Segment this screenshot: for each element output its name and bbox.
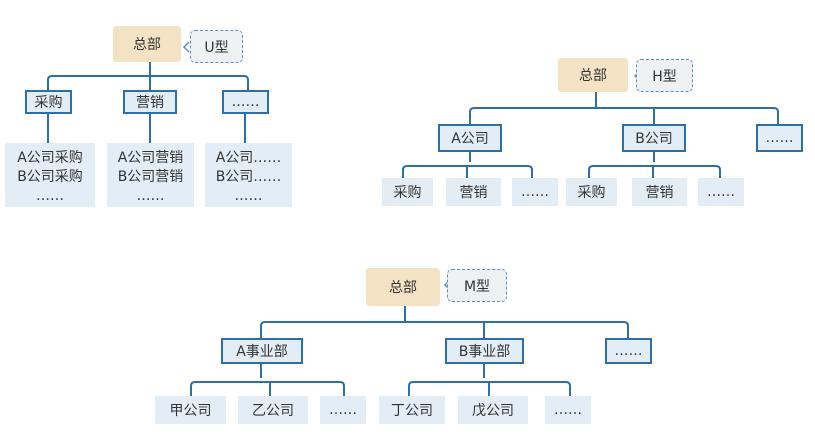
u-dept-purchase: 采购 (25, 90, 72, 114)
m-unit-a: A事业部 (221, 338, 303, 364)
u-detail-line: B公司采购 (17, 169, 83, 185)
m-unit-b: B事业部 (445, 338, 524, 364)
h-hq-box: 总部 (558, 58, 628, 92)
m-a-company-yi: 乙公司 (238, 396, 308, 424)
m-b-more: …… (545, 396, 591, 424)
h-a-purchase: 采购 (382, 178, 433, 206)
h-company-more: …… (756, 124, 803, 152)
u-detail-line: …… (136, 188, 165, 204)
u-detail-purchase: A公司采购 B公司采购 …… (5, 143, 95, 207)
m-b-company-wu: 戊公司 (458, 396, 528, 424)
u-dept-marketing: 营销 (123, 90, 177, 114)
m-hq-box: 总部 (366, 268, 440, 306)
u-detail-line: A公司采购 (17, 150, 83, 166)
h-type-tag: H型 (636, 59, 693, 92)
u-type-tag: U型 (190, 30, 243, 63)
u-detail-more: A公司…… B公司…… …… (205, 143, 292, 207)
u-detail-line: A公司…… (215, 150, 282, 166)
u-detail-line: B公司…… (215, 169, 282, 185)
m-unit-more: …… (605, 338, 652, 364)
h-company-a: A公司 (438, 124, 502, 152)
h-company-b: B公司 (622, 124, 686, 152)
h-a-marketing: 营销 (446, 178, 501, 206)
u-detail-line: …… (234, 188, 263, 204)
h-a-more: …… (512, 178, 558, 206)
u-detail-line: B公司营销 (117, 169, 184, 185)
m-type-tag: M型 (447, 269, 507, 302)
m-b-company-ding: 丁公司 (379, 396, 445, 424)
u-hq-box: 总部 (113, 26, 181, 62)
u-detail-line: A公司营销 (117, 150, 184, 166)
u-dept-more: …… (222, 90, 269, 114)
h-b-more: …… (698, 178, 744, 206)
u-detail-line: …… (36, 188, 64, 204)
m-a-company-jia: 甲公司 (155, 396, 226, 424)
m-a-more: …… (320, 396, 366, 424)
u-detail-marketing: A公司营销 B公司营销 …… (107, 143, 194, 207)
h-b-marketing: 营销 (632, 178, 687, 206)
h-b-purchase: 采购 (566, 178, 617, 206)
